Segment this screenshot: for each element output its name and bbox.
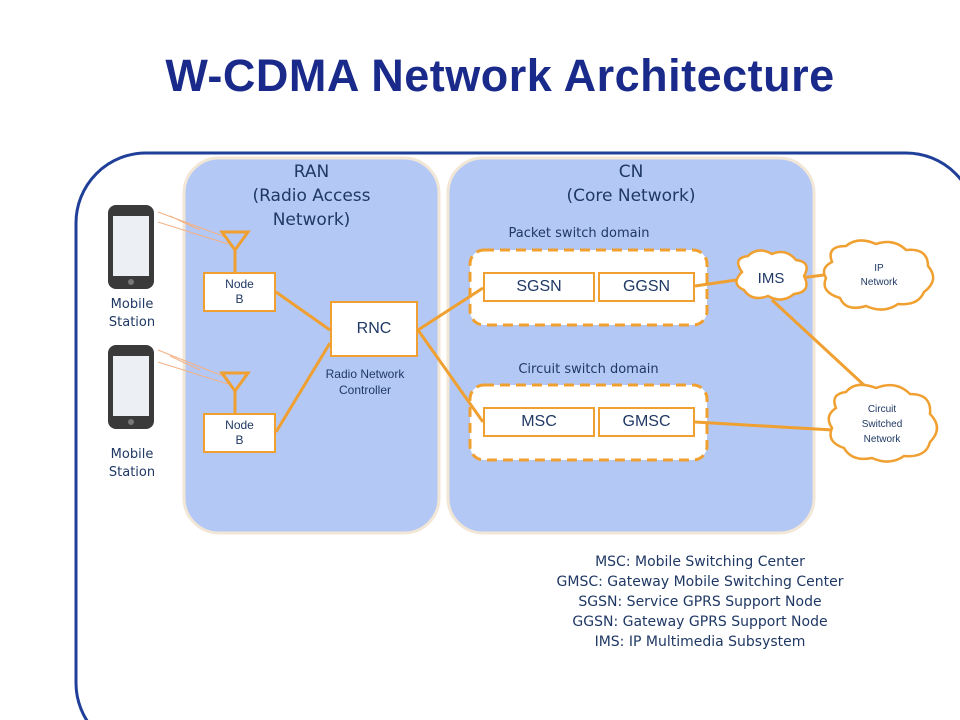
mobile-station-label: Mobile Station [108,447,156,480]
legend-item: SGSN: Service GPRS Support Node [578,594,822,610]
cn-title: CN [618,162,644,182]
link-ims-csn [770,298,880,400]
link-rnc-msc [416,329,485,423]
mobile-station-label: Mobile Station [108,297,156,330]
radio-link-2 [157,349,229,385]
network-links [274,272,880,433]
legend-item: GGSN: Gateway GPRS Support Node [572,614,828,630]
node-b-1: Node B [203,272,276,312]
link-rnc-sgsn [417,286,484,332]
link-ggsn-ims [694,278,737,288]
antenna-icon [219,371,251,413]
gmsc-box: GMSC [598,407,695,437]
abbreviation-legend: MSC: Mobile Switching Center GMSC: Gatew… [520,552,880,652]
circuit-switched-network-label: Circuit Switched Network [861,404,903,445]
ran-subtitle: (Radio Access Network) [252,186,371,230]
mobile-phone-icon [108,205,154,289]
node-b-2: Node B [203,413,276,453]
circuit-switched-network-cloud [827,383,939,463]
mobile-phone-icon [108,345,154,429]
msc-box: MSC [483,407,595,437]
link-gmsc-csn [694,420,834,432]
diagram-title: W-CDMA Network Architecture [165,50,835,101]
circuit-domain-label: Circuit switch domain [518,362,659,377]
antenna-icon [219,230,251,272]
ims-cloud [735,249,808,301]
link-nodeb1-rnc [275,290,331,332]
legend-item: MSC: Mobile Switching Center [595,554,805,570]
ip-network-label: IP Network [860,263,898,288]
rnc-caption: Radio Network Controller [325,367,405,397]
legend-item: GMSC: Gateway Mobile Switching Center [556,574,844,590]
link-nodeb2-rnc [274,342,332,433]
ip-network-cloud [822,239,935,311]
radio-link-1 [157,211,229,245]
ims-label: IMS [757,270,785,287]
sgsn-box: SGSN [483,272,595,302]
cn-panel [446,156,816,535]
ggsn-box: GGSN [598,272,695,302]
ran-title: RAN [293,162,330,182]
cn-subtitle: (Core Network) [566,186,696,206]
packet-domain-label: Packet switch domain [508,226,650,241]
rnc-box: RNC [330,301,418,357]
legend-item: IMS: IP Multimedia Subsystem [594,634,806,650]
